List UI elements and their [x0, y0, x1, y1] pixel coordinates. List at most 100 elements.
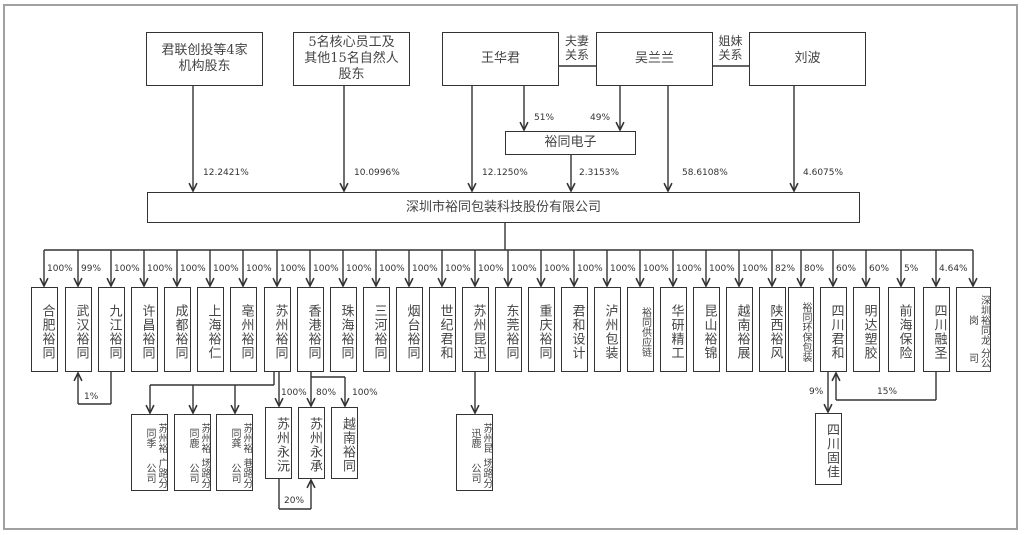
subsidiary-pct: 100% — [147, 264, 173, 274]
relation-spouse: 夫妻 关系 — [561, 34, 593, 62]
relation-sisters: 姐妹 关系 — [714, 34, 747, 62]
pct-liu: 4.6075% — [803, 168, 844, 178]
subsidiary-pct: 100% — [709, 264, 735, 274]
suzhou-branch-luchang: 苏州裕同鹿 场路分公司 — [174, 414, 211, 491]
branch-col-1: 苏州裕同季 — [144, 423, 167, 454]
shareholder-wang-huajun: 王华君 — [442, 32, 559, 86]
subsidiary-box: 前海保险 — [887, 287, 915, 372]
subsidiary-pct: 80% — [804, 264, 825, 274]
subsidiary-box: 四川君和 — [819, 287, 847, 372]
kunxun-branch: 苏州昆迅鹿 场路分公司 — [456, 414, 493, 491]
subsidiary-box: 武汉裕同 — [64, 287, 92, 372]
subsidiary-pct: 100% — [412, 264, 438, 274]
subsidiary-box: 上海裕仁 — [196, 287, 224, 372]
pct-vietnam-yutong: 100% — [352, 388, 378, 398]
subsidiary-box: 四川融圣 — [922, 287, 950, 372]
subsidiary-pct: 100% — [180, 264, 206, 274]
subsidiary-pct: 100% — [676, 264, 702, 274]
subsidiary-pct: 82% — [775, 264, 796, 274]
subsidiary-pct: 100% — [246, 264, 272, 274]
subsidiary-pct: 100% — [280, 264, 306, 274]
subsidiary-box: 三河裕同 — [362, 287, 390, 372]
pct-yongcheng: 80% — [316, 388, 337, 398]
longgang-col-2: 分公司 — [966, 348, 990, 369]
subsidiary-box: 香港裕同 — [296, 287, 324, 372]
branch-col-2: 场路分公司 — [469, 457, 492, 488]
subsidiary-pct: 5% — [904, 264, 919, 274]
subsidiary-pct: 60% — [836, 264, 857, 274]
pct-wu: 58.6108% — [682, 168, 728, 178]
branch-col-2: 场路分公司 — [187, 457, 210, 488]
subsidiary-pct: 100% — [577, 264, 603, 274]
longgang-col-1: 深圳裕同龙岗 — [966, 294, 990, 345]
yutong-electronics: 裕同电子 — [505, 131, 636, 155]
subsidiary-box: 裕同供应链 — [626, 287, 654, 372]
subsidiary-box: 合肥裕同 — [30, 287, 58, 372]
branch-col-1: 苏州裕同龚 — [229, 423, 252, 454]
subsidiary-pct: 100% — [114, 264, 140, 274]
subsidiary-pct: 100% — [610, 264, 636, 274]
shareholder-institutions: 君联创投等4家 机构股东 — [146, 32, 263, 86]
subsidiary-box: 重庆裕同 — [527, 287, 555, 372]
subsidiary-pct: 100% — [445, 264, 471, 274]
pct-yongyuan-yongcheng: 20% — [284, 496, 305, 506]
branch-col-2: 广路分公司 — [144, 457, 167, 488]
pct-wu-electronics: 49% — [590, 113, 611, 123]
subsidiary-pct: 100% — [544, 264, 570, 274]
shareholder-wu-lanlan: 吴兰兰 — [596, 32, 713, 86]
subsidiary-box: 九江裕同 — [97, 287, 125, 372]
subsidiary-pct: 100% — [511, 264, 537, 274]
pct-rongsheng-junhe: 15% — [877, 387, 898, 397]
subsidiary-pct: 100% — [213, 264, 239, 274]
subsidiary-pct: 100% — [313, 264, 339, 274]
subsidiary-pct: 4.64% — [939, 264, 968, 274]
subsidiary-pct: 99% — [81, 264, 102, 274]
suzhou-yongyuan: 苏州永沅 — [265, 407, 292, 479]
pct-yongyuan: 100% — [281, 388, 307, 398]
vietnam-yutong: 越南裕同 — [331, 407, 358, 479]
pct-employees: 10.0996% — [354, 168, 400, 178]
sichuan-gujia: 四川固佳 — [815, 413, 842, 485]
subsidiary-box: 越南裕展 — [725, 287, 753, 372]
suzhou-branch-gongxiang: 苏州裕同龚 巷路分公司 — [216, 414, 253, 491]
subsidiary-box: 深圳裕同龙岗分公司 — [955, 287, 991, 372]
subsidiary-box: 成都裕同 — [163, 287, 191, 372]
subsidiary-box: 苏州昆迅 — [461, 287, 489, 372]
subsidiary-box: 烟台裕同 — [395, 287, 423, 372]
subsidiary-box: 东莞裕同 — [494, 287, 522, 372]
branch-col-1: 苏州昆迅鹿 — [469, 423, 492, 454]
pct-wang: 12.1250% — [482, 168, 528, 178]
branch-col-2: 巷路分公司 — [229, 457, 252, 488]
shareholder-liu-bo: 刘波 — [749, 32, 866, 86]
main-company: 深圳市裕同包装科技股份有限公司 — [147, 192, 860, 223]
diagram-frame — [3, 4, 1018, 530]
subsidiary-box: 泸州包装 — [593, 287, 621, 372]
subsidiary-pct: 60% — [869, 264, 890, 274]
subsidiary-box: 珠海裕同 — [329, 287, 357, 372]
pct-institutions: 12.2421% — [203, 168, 249, 178]
pct-gujia: 9% — [809, 387, 824, 397]
subsidiary-pct: 100% — [478, 264, 504, 274]
subsidiary-box: 许昌裕同 — [130, 287, 158, 372]
subsidiary-box: 裕同环保包装 — [788, 287, 814, 372]
shareholder-employees: 5名核心员工及 其他15名自然人 股东 — [293, 32, 410, 86]
suzhou-yongcheng: 苏州永承 — [298, 407, 325, 479]
subsidiary-box: 苏州裕同 — [263, 287, 291, 372]
subsidiary-pct: 100% — [379, 264, 405, 274]
subsidiary-box: 亳州裕同 — [229, 287, 257, 372]
subsidiary-pct: 100% — [643, 264, 669, 274]
subsidiary-pct: 100% — [742, 264, 768, 274]
subsidiary-pct: 100% — [47, 264, 73, 274]
subsidiary-box: 华研精工 — [659, 287, 687, 372]
subsidiary-box: 世纪君和 — [428, 287, 456, 372]
pct-yutong-electronics: 2.3153% — [579, 168, 620, 178]
suzhou-branch-jiguang: 苏州裕同季 广路分公司 — [131, 414, 168, 491]
pct-wang-electronics: 51% — [534, 113, 555, 123]
branch-col-1: 苏州裕同鹿 — [187, 423, 210, 454]
pct-jiujiang-wuhan: 1% — [84, 392, 99, 402]
subsidiary-box: 陕西裕风 — [758, 287, 786, 372]
subsidiary-pct: 100% — [346, 264, 372, 274]
subsidiary-box: 昆山裕锦 — [692, 287, 720, 372]
subsidiary-box: 明达塑胶 — [852, 287, 880, 372]
